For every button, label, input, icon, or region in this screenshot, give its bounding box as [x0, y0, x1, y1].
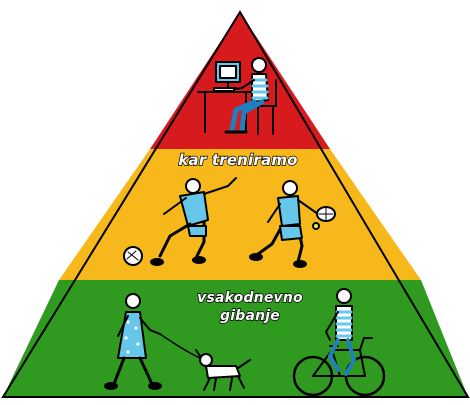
person-walking-dog-icon — [104, 293, 251, 391]
tennis-player-icon — [249, 180, 336, 268]
soccer-player-icon — [123, 177, 237, 266]
bottom-tier-label-line2: gibanje — [220, 308, 280, 324]
person-at-computer-icon — [197, 57, 277, 135]
bottom-tier-label-line1: vsakodnevno — [197, 290, 303, 306]
pyramid-outline — [1, 10, 470, 398]
cyclist-icon — [292, 288, 386, 397]
middle-tier-label: kar treniramo — [178, 151, 297, 169]
pyramid-middle-tier — [59, 149, 421, 280]
